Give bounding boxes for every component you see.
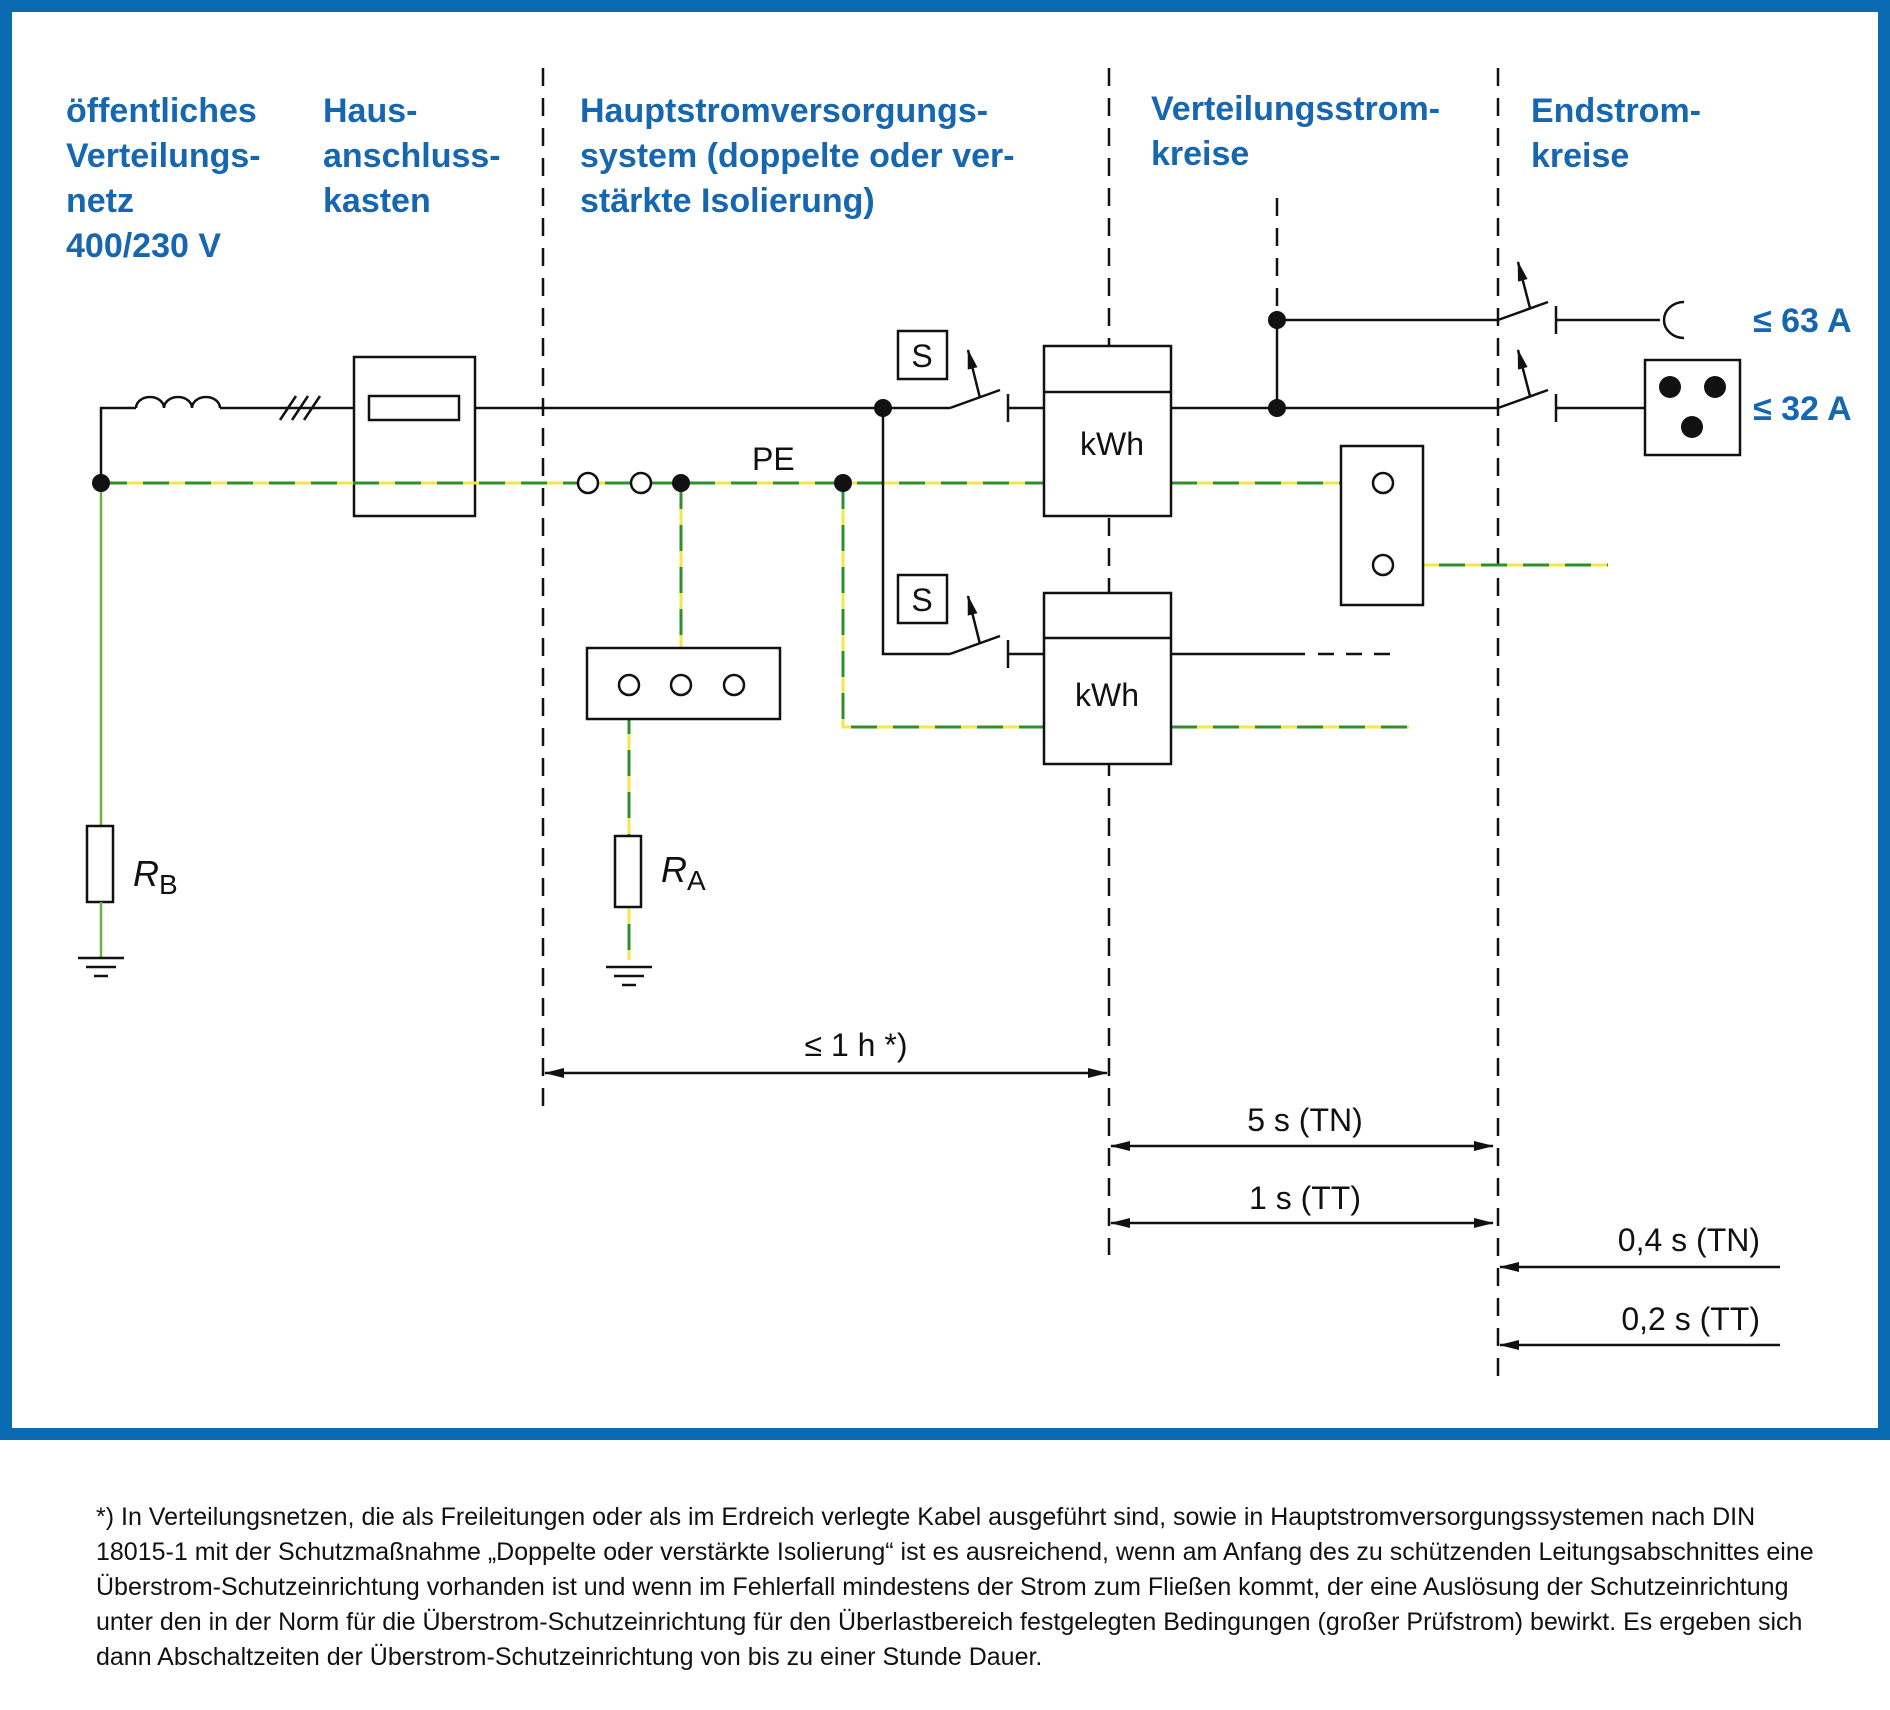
- resistor-ra: [613, 834, 643, 909]
- switch-2-box: [896, 573, 949, 625]
- breaker-32-arrow: [1516, 349, 1532, 397]
- diagram-frame: [0, 0, 1890, 1440]
- header-public-network: öffentliches Verteilungs- netz 400/230 V: [66, 92, 270, 265]
- cable-tick-2: [290, 395, 310, 421]
- rating-32a: ≤ 32 A: [1753, 390, 1852, 428]
- switch-1-arrow: [966, 349, 982, 399]
- time-1s-label: 1 s (TT): [1249, 1180, 1361, 1216]
- switch-1-box: [896, 329, 949, 381]
- header-main-supply-system: Hauptstromversorgungs- system (doppelte …: [580, 92, 1024, 220]
- pe-label: PE: [752, 441, 795, 477]
- switch-1-label: S: [911, 338, 932, 374]
- cable-tick-1: [278, 395, 298, 421]
- terminal-1: [617, 673, 641, 697]
- switch-2-blade: [949, 634, 1001, 656]
- rating-63a: ≤ 63 A: [1753, 302, 1852, 340]
- breaker-32-blade: [1497, 388, 1549, 410]
- switch-2-label: S: [911, 582, 932, 618]
- phase-branch: [881, 408, 950, 656]
- pe-terminal-block: [1339, 444, 1425, 607]
- pe-junction-2: [834, 474, 852, 492]
- phase-conductor-left: [99, 406, 136, 483]
- time-02s-label: 0,2 s (TT): [1621, 1301, 1760, 1337]
- pe-block-terminal-1: [1371, 471, 1395, 495]
- busbar-junction-top: [1268, 311, 1286, 329]
- pe-terminal-1: [576, 471, 600, 495]
- fuse: [367, 394, 461, 422]
- breaker-63-blade: [1497, 300, 1549, 322]
- switch-2-arrow: [966, 595, 982, 645]
- terminal-3: [722, 673, 746, 697]
- supply-inductor: [134, 395, 222, 409]
- header-final-circuits: Endstrom- kreise: [1531, 92, 1710, 175]
- rb-junction: [92, 474, 110, 492]
- ra-label: RA: [661, 849, 706, 896]
- meter-1: [1042, 344, 1173, 518]
- cable-tick-3: [302, 395, 322, 421]
- footnote: *) In Verteilungsnetzen, die als Freilei…: [96, 1503, 1814, 1671]
- meter-2-label: kWh: [1075, 677, 1139, 713]
- earth-symbol-ra: [606, 965, 652, 987]
- busbar-junction-bottom: [1268, 399, 1286, 417]
- time-04s-label: 0,4 s (TN): [1618, 1222, 1760, 1258]
- resistor-rb: [85, 824, 115, 904]
- breaker-63-arrow: [1516, 261, 1532, 309]
- house-connection-box: [352, 355, 477, 518]
- pe-block-terminal-2: [1371, 553, 1395, 577]
- meter-2: [1042, 591, 1173, 766]
- time-1h-label: ≤ 1 h *): [805, 1027, 908, 1063]
- pe-terminal-2: [629, 471, 653, 495]
- switch-1-blade: [949, 388, 1001, 410]
- meter-1-label: kWh: [1080, 426, 1144, 462]
- rb-label: RB: [133, 853, 178, 900]
- terminal-2: [669, 673, 693, 697]
- socket-pin-2: [1704, 376, 1726, 398]
- pe-conductor: [101, 481, 1608, 960]
- header-house-connection-box: Haus- anschluss- kasten: [323, 92, 510, 220]
- earth-symbol-rb: [78, 956, 124, 978]
- protection-diagram: öffentliches Verteilungs- netz 400/230 V…: [0, 0, 1890, 1440]
- socket-pin-1: [1659, 376, 1681, 398]
- header-distribution-circuits: Verteilungsstrom- kreise: [1151, 90, 1450, 173]
- plug-connector-icon: [1662, 300, 1685, 340]
- socket-pin-3: [1681, 416, 1703, 438]
- pe-junction-1: [672, 474, 690, 492]
- time-5s-label: 5 s (TN): [1247, 1102, 1363, 1138]
- socket-outlet: [1643, 358, 1742, 457]
